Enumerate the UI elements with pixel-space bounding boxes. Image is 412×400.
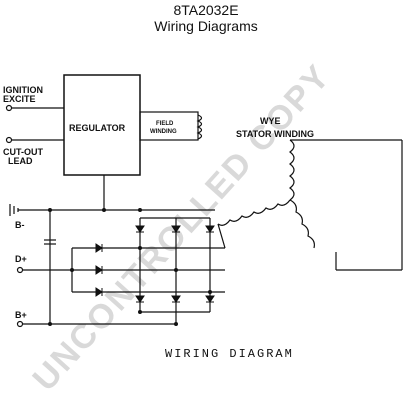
cutout-label: CUT-OUT [3,147,43,157]
stator-coil-top [289,139,295,201]
cutout-terminal [5,136,13,144]
diode [205,295,215,303]
diode [135,225,145,233]
d-plus-terminal [16,266,24,274]
b-plus-label: B+ [15,310,27,320]
regulator-label: REGULATOR [69,123,126,133]
rectifier-diodes [95,225,215,303]
lead-label: LEAD [8,156,33,166]
b-minus-label: B- [15,220,25,230]
page-subtitle: Wiring Diagrams [154,18,258,34]
d-plus-label: D+ [15,254,27,264]
diode [135,295,145,303]
field-winding-box [139,111,199,141]
ignition-label: IGNITION [3,85,43,95]
diode [95,243,103,253]
caption: WIRING DIAGRAM [165,347,294,361]
field-label: FIELD [156,121,174,127]
diode [95,265,103,275]
ignition-terminal [5,104,13,112]
page-title: 8TA2032E [173,2,239,18]
stator-coil-right [289,199,315,249]
junctions [48,208,212,326]
diode [171,295,181,303]
diode [95,287,103,297]
b-plus-terminal [16,320,24,328]
excite-label: EXCITE [3,94,36,104]
diode [205,225,215,233]
diode [171,225,181,233]
wye-label: WYE [260,116,281,126]
field-coil [196,114,203,140]
winding-label: WINDING [150,129,177,135]
stator-coil-left [217,199,291,226]
stator-winding-label: STATOR WINDING [236,129,314,139]
